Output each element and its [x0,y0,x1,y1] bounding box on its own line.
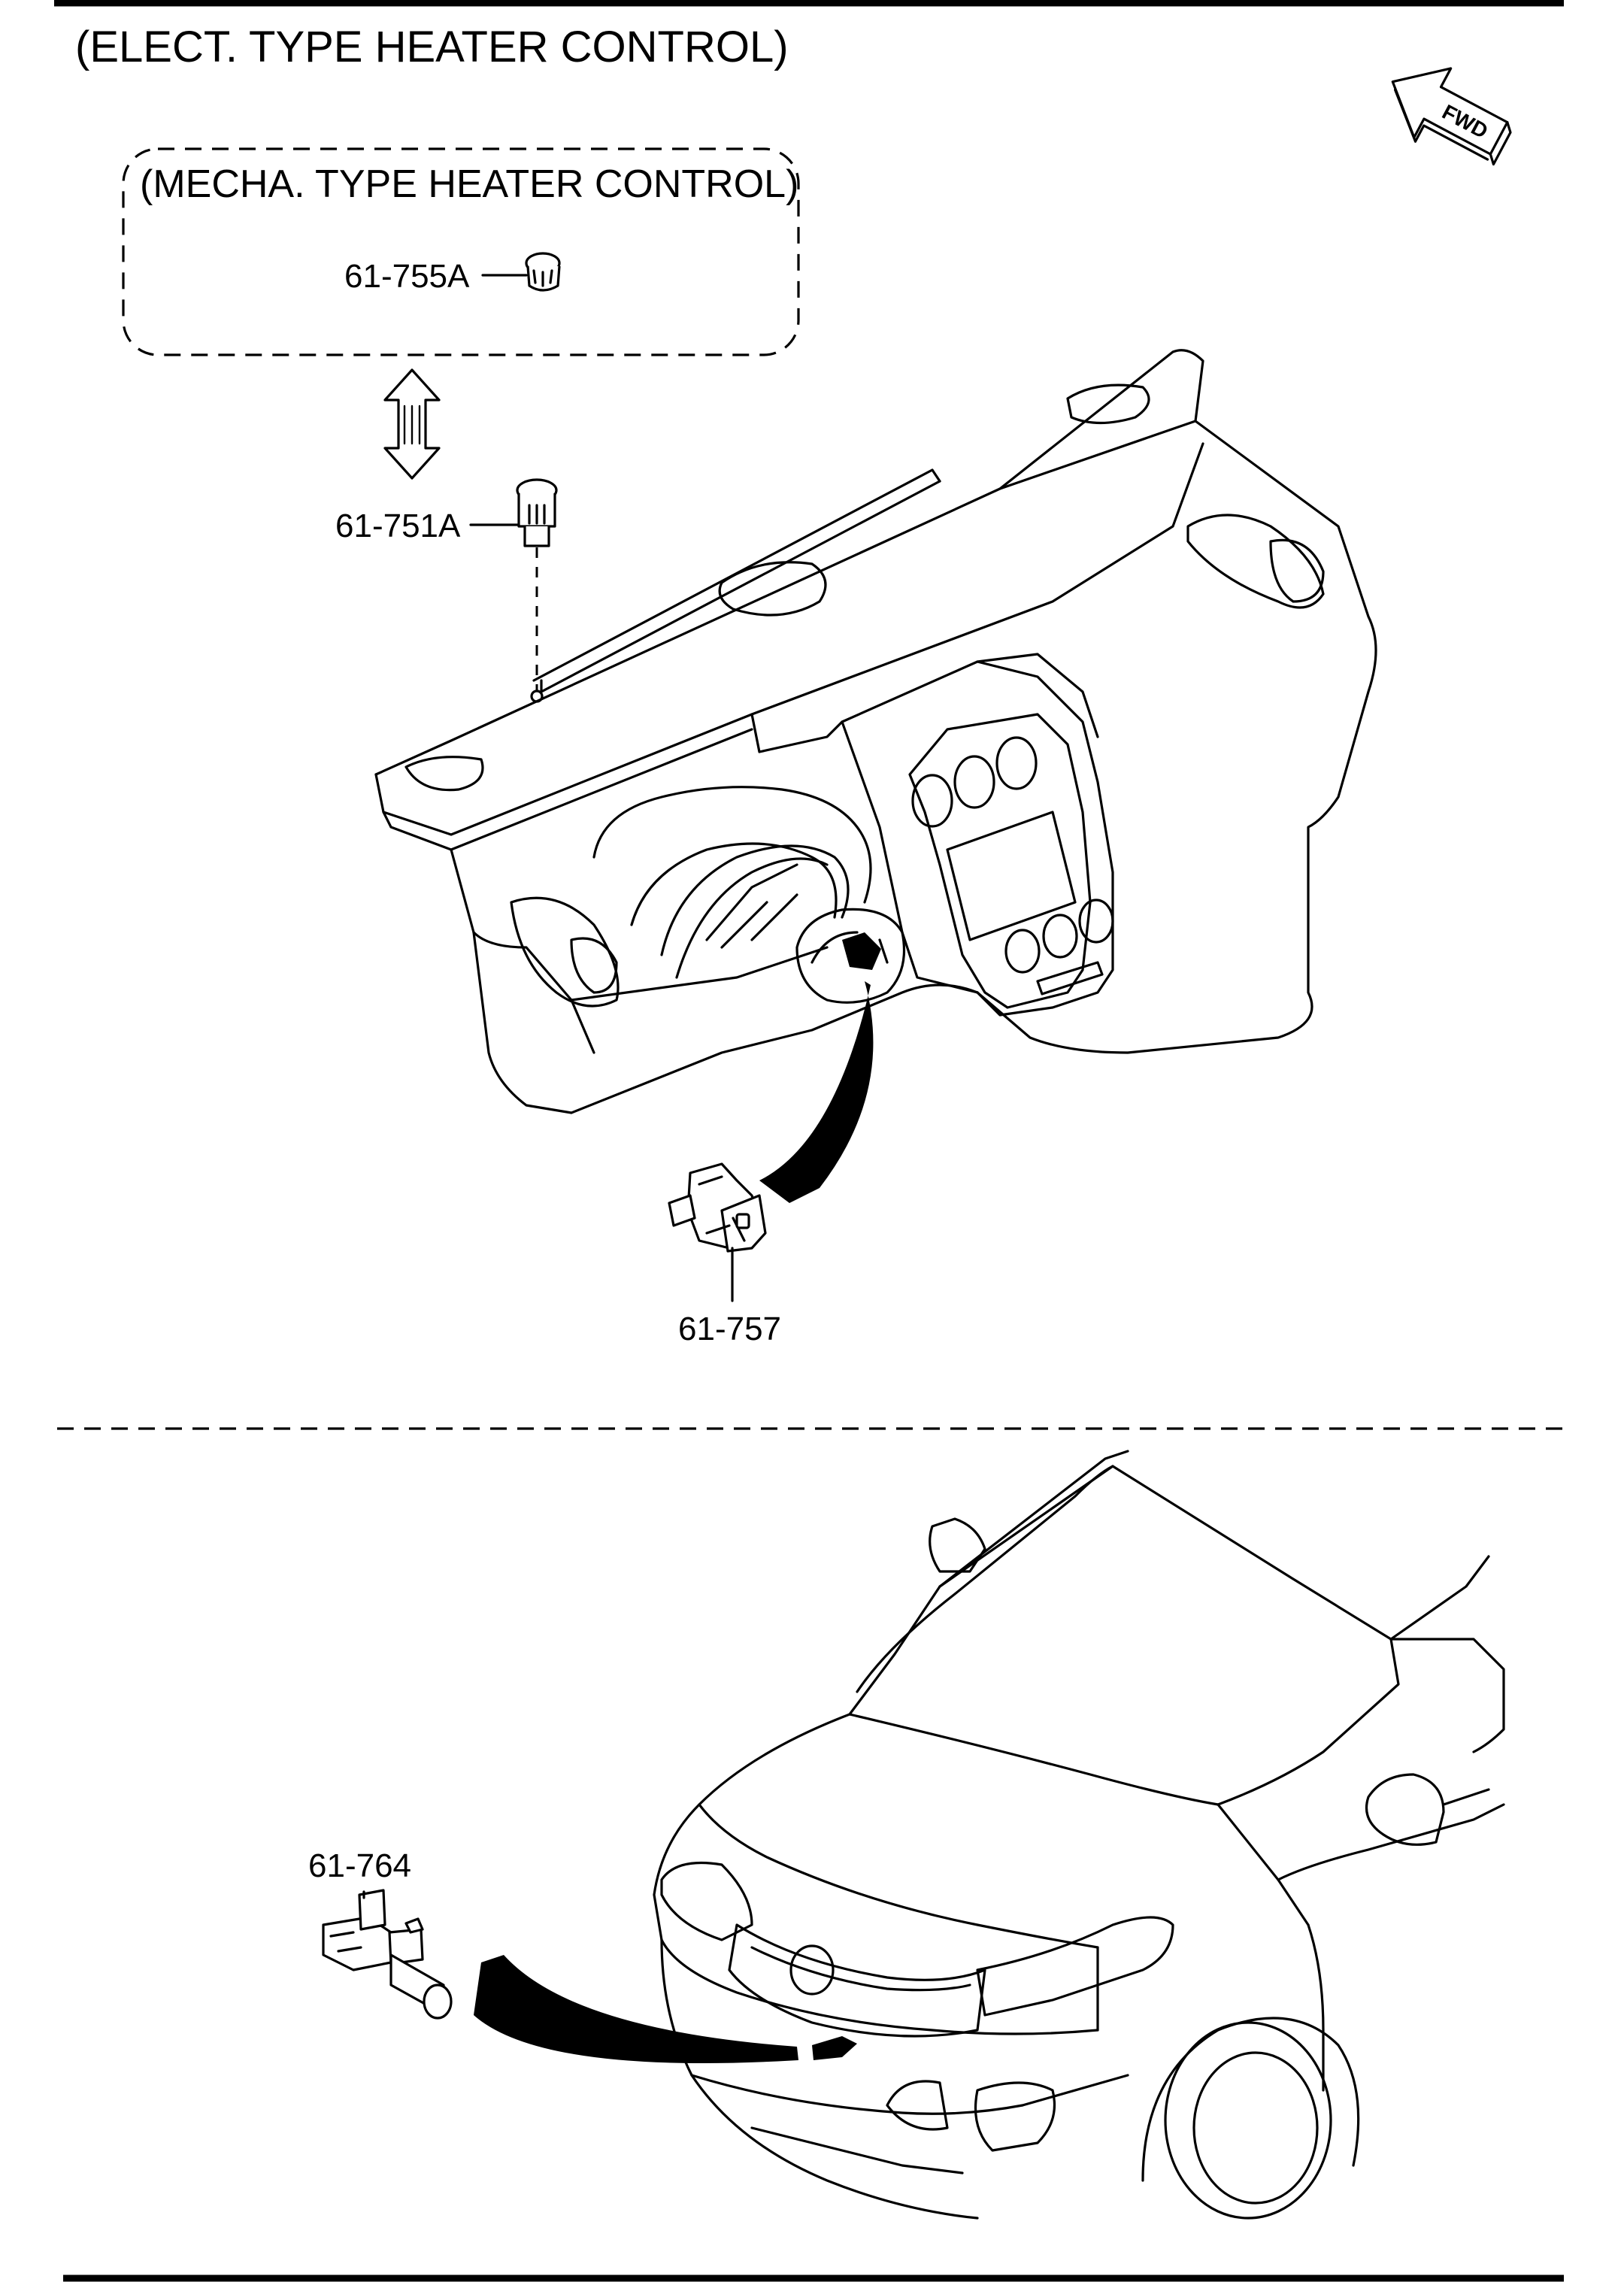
part-label-61-751a: 61-751A [335,508,461,544]
part-61-764-icon [322,1889,453,2020]
mecha-inset: (MECHA. TYPE HEATER CONTROL) 61-755A [122,147,800,356]
callout-arrow-61-764 [474,1955,798,2063]
vehicle-front-illustration [653,1450,1505,2220]
fwd-arrow-icon: FWD [1391,67,1512,166]
interchange-arrow-icon [383,368,441,480]
page-title: (ELECT. TYPE HEATER CONTROL) [75,23,789,71]
callout-arrow-61-757 [759,981,874,1203]
inset-title: (MECHA. TYPE HEATER CONTROL) [140,162,798,206]
dashboard-illustration [374,349,1377,1114]
part-61-751a-icon [516,478,558,547]
part-61-757-icon [668,1162,767,1253]
part-label-61-764: 61-764 [308,1847,411,1884]
part-label-61-755a: 61-755A [344,258,470,295]
part-label-61-757: 61-757 [678,1311,781,1347]
part-61-755a-icon [525,252,561,292]
